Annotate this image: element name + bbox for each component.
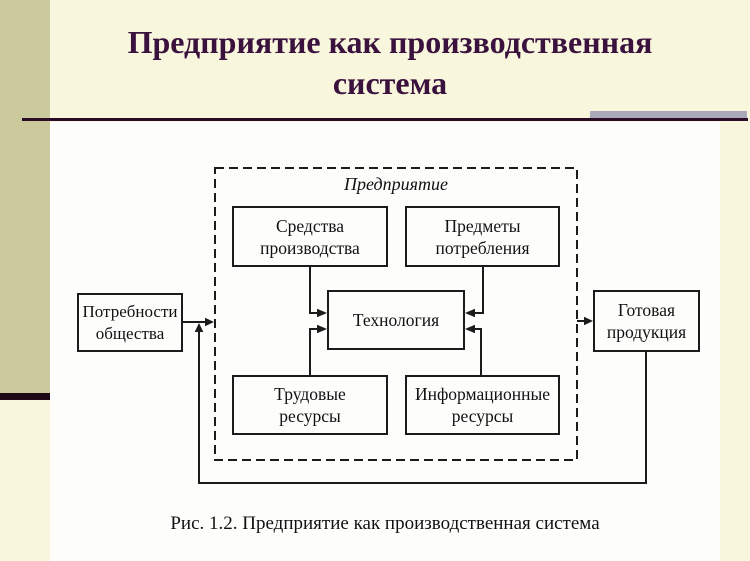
box-informatsionnye-resursy: Информационные ресурсы <box>405 375 560 435</box>
left-accent-strip <box>0 0 50 393</box>
box-predmety-potrebleniya: Предметы потребления <box>405 206 560 267</box>
box-tekhnologiya: Технология <box>327 290 465 350</box>
slide-title: Предприятие как производственная система <box>127 24 653 101</box>
figure-caption: Рис. 1.2. Предприятие как производственн… <box>170 513 600 534</box>
left-accent-strip-underline <box>0 393 50 400</box>
title-rule-gray-segment <box>590 111 747 120</box>
box-potrebnosti-obshchestva: Потребности общества <box>77 293 183 352</box>
box-sredstva-proizvodstva: Средства производства <box>232 206 388 267</box>
enterprise-container-label: Предприятие <box>343 174 448 194</box>
title-rule <box>22 118 748 121</box>
box-gotovaya-produktsiya: Готовая продукция <box>593 290 700 352</box>
box-trudovye-resursy: Трудовые ресурсы <box>232 375 388 435</box>
